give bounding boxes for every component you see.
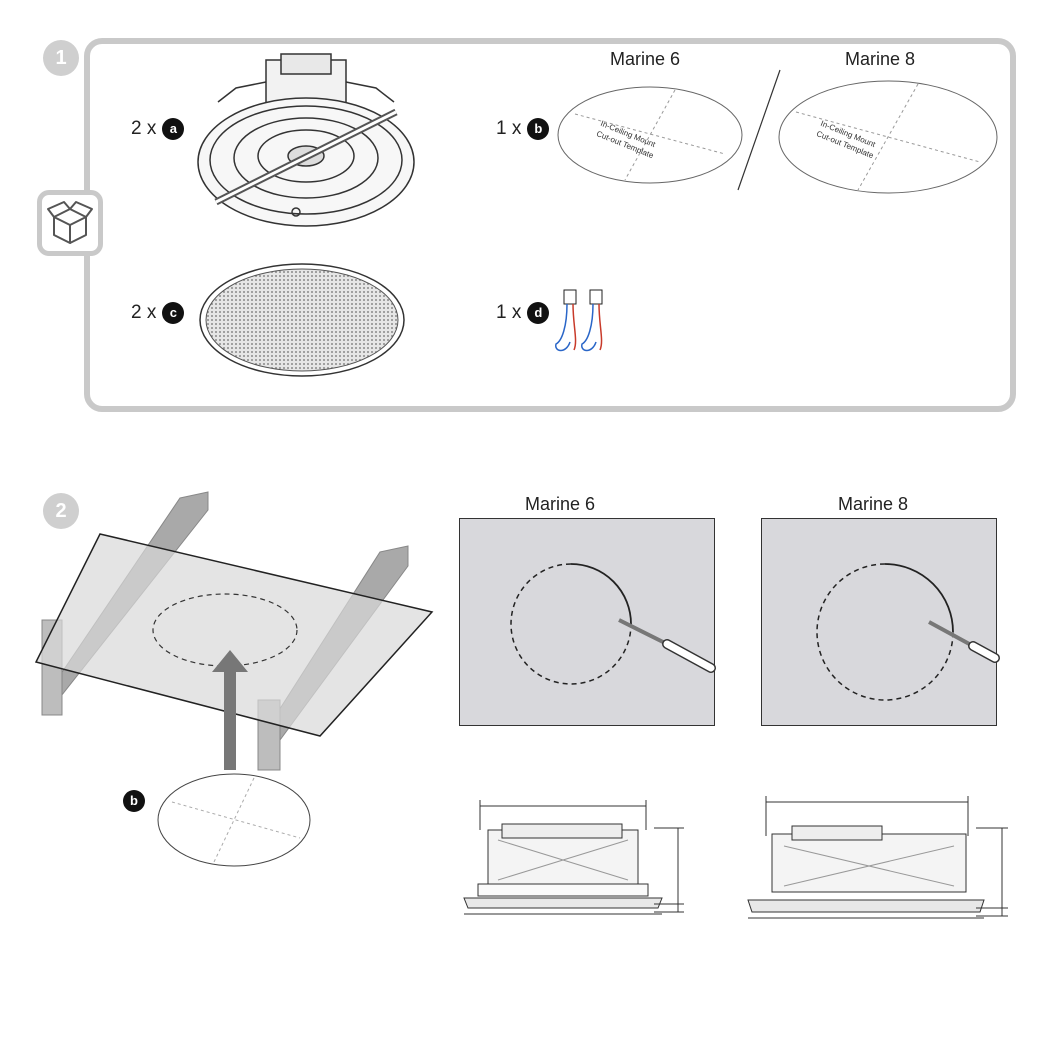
box-icon [37,190,103,256]
cutout-marine-8 [761,518,997,726]
item-d-letter: d [527,302,549,324]
item-c-quantity: 2 x c [131,302,184,324]
template-model-8-label: Marine 8 [780,49,980,70]
step-2-template-illustration [156,772,312,868]
item-c-letter: c [162,302,184,324]
item-a-quantity: 2 x a [131,118,184,140]
dimension-drawing-marine-6 [458,800,698,922]
cutout-model-8-label: Marine 8 [773,494,973,515]
item-d-count: 1 x [496,302,521,324]
dimension-drawing-marine-8 [744,796,1010,924]
ceiling-panel-illustration [30,490,440,780]
item-b-letter: b [527,118,549,140]
step-1-badge: 1 [43,40,79,76]
step-2-template-letter: b [123,790,145,812]
cutout-model-6-label: Marine 6 [460,494,660,515]
template-model-6-label: Marine 6 [545,49,745,70]
template-marine-8 [776,78,1000,196]
item-a-count: 2 x [131,118,156,140]
cutout-marine-6 [459,518,715,726]
item-b-count: 1 x [496,118,521,140]
grille-illustration [198,262,406,378]
item-d-quantity: 1 x d [496,302,549,324]
wire-connectors-illustration [552,286,616,358]
item-b-quantity: 1 x b [496,118,549,140]
speaker-illustration [196,52,416,232]
item-a-letter: a [162,118,184,140]
item-c-count: 2 x [131,302,156,324]
template-marine-6 [555,84,745,186]
